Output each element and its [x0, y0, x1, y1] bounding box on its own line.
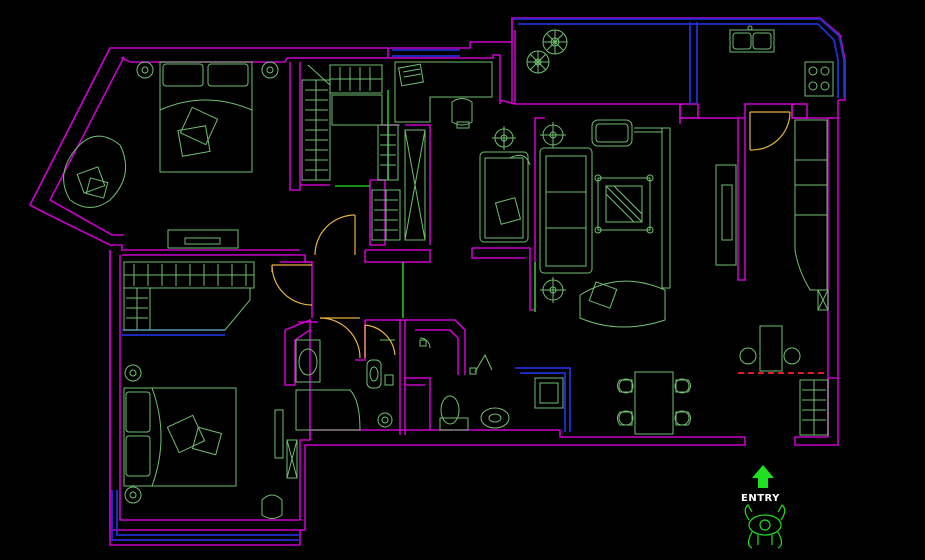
desk-icon — [394, 61, 493, 129]
wardrobe-icon — [301, 64, 426, 241]
doors — [271, 111, 791, 359]
double-bed-icon — [123, 364, 298, 519]
up-arrow-icon — [752, 465, 774, 488]
toilet-icon — [295, 339, 395, 431]
entry-label: ENTRY — [741, 493, 780, 504]
double-bed-icon — [136, 61, 279, 173]
dining-table-icon — [617, 371, 691, 435]
sofa-icon — [539, 119, 671, 328]
person-icon — [744, 504, 786, 549]
plant-icon — [526, 29, 568, 74]
stove-icon — [729, 25, 834, 97]
toilet-icon — [419, 337, 564, 431]
partitions — [335, 90, 536, 318]
wardrobe-icon — [123, 261, 255, 331]
armchair-icon — [63, 135, 127, 208]
